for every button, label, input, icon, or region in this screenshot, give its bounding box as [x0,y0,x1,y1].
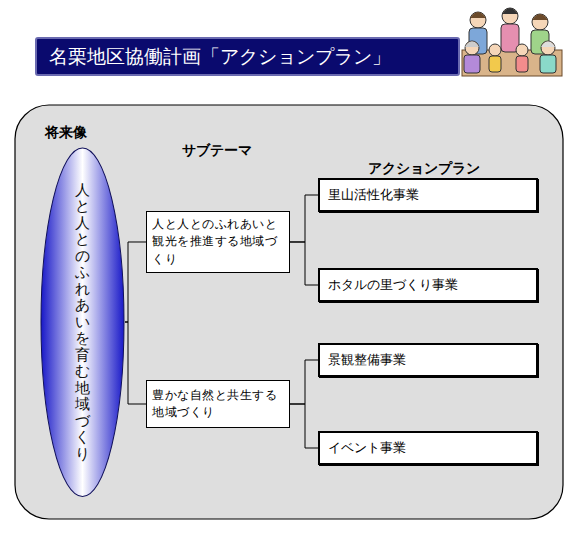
panel [15,105,563,519]
action-box: 里山活性化事業 [318,178,538,212]
vision-text: 人と人とのふれあいを育む 地域づくり [75,182,90,463]
box-text: 景観整備事業 [328,352,406,369]
box-text: ホタルの里づくり事業 [328,277,458,294]
column-header: サブテーマ [182,142,573,160]
column-header: 将来像 [45,124,573,142]
action-box: イベント事業 [318,431,538,465]
box-text: 人と人とのふれあいと観光を推進する地域づくり [152,216,284,268]
action-box: ホタルの里づくり事業 [318,268,538,302]
family-illustration [462,8,562,76]
subtheme-box: 人と人とのふれあいと観光を推進する地域づくり [146,211,290,273]
tree-connector [125,322,146,404]
vision-ellipse: 人と人とのふれあいを育む 地域づくり [40,147,125,498]
box-text: イベント事業 [328,440,406,457]
title-text: 名栗地区協働計画「アクションプラン」 [49,44,391,70]
column-header: アクションプラン [368,160,573,178]
action-box: 景観整備事業 [318,343,538,377]
tree-connector [290,195,318,242]
box-text: 豊かな自然と共生する地域づくり [152,387,284,422]
title-bar: 名栗地区協働計画「アクションプラン」 [35,37,460,76]
tree-connector [290,360,318,404]
tree-connector [125,242,146,322]
subtheme-box: 豊かな自然と共生する地域づくり [146,380,290,428]
tree-connector [290,242,318,285]
box-text: 里山活性化事業 [328,187,419,204]
tree-connector [290,404,318,448]
